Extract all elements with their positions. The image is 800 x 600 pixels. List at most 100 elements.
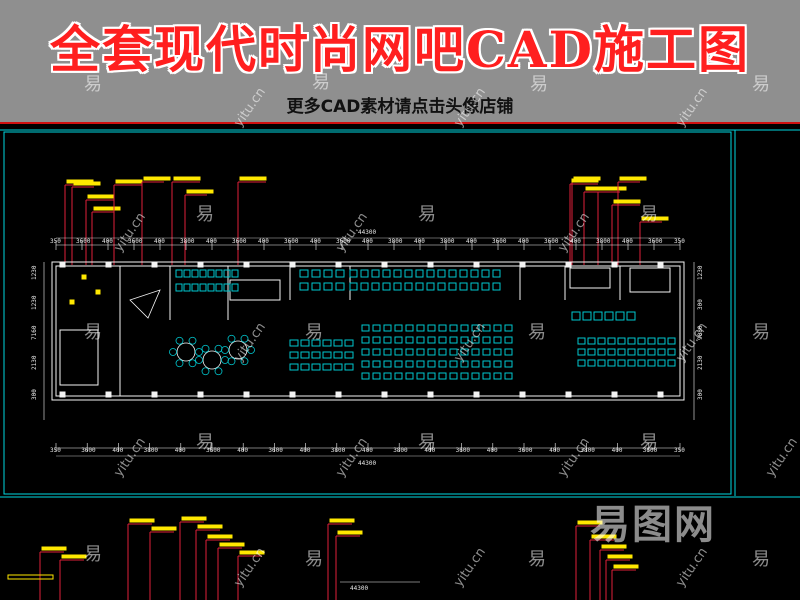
dimension-label: 3600 — [268, 447, 283, 454]
column — [59, 391, 66, 398]
seat — [627, 348, 636, 356]
column — [105, 391, 112, 398]
seat — [289, 351, 299, 359]
seat — [470, 269, 479, 278]
seat — [416, 372, 425, 380]
dimension-label: 3800 — [331, 447, 346, 454]
round-table — [202, 350, 222, 370]
seat — [471, 348, 480, 356]
seat — [383, 348, 392, 356]
seat — [587, 348, 596, 356]
dimension-label: 1230 — [697, 265, 704, 280]
seat — [449, 348, 458, 356]
seat — [482, 360, 491, 368]
dimension-label: 400 — [622, 238, 633, 245]
seat — [647, 348, 656, 356]
banner: 全套现代时尚网吧CAD施工图 更多CAD素材请点击头像店铺 — [0, 0, 800, 124]
watermark-glyph: 易 — [84, 544, 102, 565]
chair — [201, 367, 210, 376]
seat — [207, 269, 215, 278]
dimension-label: 400 — [237, 447, 248, 454]
page-title: 全套现代时尚网吧CAD施工图 — [50, 20, 750, 79]
watermark-glyph: 易 — [530, 74, 548, 95]
seat — [607, 359, 616, 367]
seat — [416, 336, 425, 344]
seat — [223, 283, 231, 292]
label-tag — [591, 534, 617, 539]
seat — [482, 324, 491, 332]
label-tag — [337, 530, 363, 535]
chair — [195, 356, 203, 364]
seat — [427, 324, 436, 332]
label-box — [7, 574, 54, 580]
seat — [215, 269, 223, 278]
column — [105, 261, 112, 268]
label-tag — [619, 176, 647, 181]
seat — [438, 348, 447, 356]
seat — [493, 348, 502, 356]
seat — [383, 324, 392, 332]
dimension-label: 400 — [300, 447, 311, 454]
dimension-label: 3600 — [544, 238, 559, 245]
dimension-label: 400 — [310, 238, 321, 245]
seat — [344, 363, 354, 371]
seat — [372, 336, 381, 344]
seat — [667, 337, 676, 345]
watermark-glyph: 易 — [640, 432, 658, 453]
dimension-label: 3800 — [440, 238, 455, 245]
seat — [311, 363, 321, 371]
watermark-glyph: 易 — [305, 549, 323, 570]
column — [427, 261, 434, 268]
dimension-label: 3600 — [643, 447, 658, 454]
dimension-label: 3600 — [648, 238, 663, 245]
seat — [416, 324, 425, 332]
seat — [333, 351, 343, 359]
seat — [607, 348, 616, 356]
dimension-label: 400 — [362, 238, 373, 245]
room-block — [629, 267, 671, 293]
dimension-label: 3600 — [492, 238, 507, 245]
column — [335, 261, 342, 268]
seat — [657, 348, 666, 356]
seat — [627, 337, 636, 345]
chair — [175, 336, 184, 345]
seat — [361, 336, 370, 344]
label-tag — [219, 542, 245, 547]
seat — [449, 324, 458, 332]
dimension-label: 400 — [362, 447, 373, 454]
seat — [372, 348, 381, 356]
dimension-label: 400 — [570, 238, 581, 245]
seat — [394, 348, 403, 356]
seat — [607, 337, 616, 345]
column — [427, 391, 434, 398]
dimension-label: 3600 — [284, 238, 299, 245]
seat — [394, 324, 403, 332]
dimension-label: 2130 — [697, 355, 704, 370]
seat — [637, 337, 646, 345]
seat — [223, 269, 231, 278]
seat — [493, 324, 502, 332]
dimension-label: 400 — [206, 238, 217, 245]
watermark-glyph: 易 — [752, 74, 770, 95]
label-tag — [239, 550, 265, 555]
seat — [183, 269, 191, 278]
seat — [231, 269, 239, 278]
overall-dimension-label: 44300 — [358, 229, 376, 236]
dimension-label: 3600 — [518, 447, 533, 454]
seat — [349, 269, 358, 278]
seat — [617, 337, 626, 345]
chair — [201, 344, 210, 353]
seat — [372, 324, 381, 332]
seat — [471, 360, 480, 368]
dimension-label: 350 — [674, 238, 685, 245]
seat — [344, 351, 354, 359]
label-tag — [93, 206, 121, 211]
column — [197, 261, 204, 268]
seat — [405, 348, 414, 356]
seat — [481, 269, 490, 278]
dimension-label: 7160 — [31, 325, 38, 340]
seat — [657, 359, 666, 367]
seat — [604, 311, 614, 321]
seat — [299, 282, 309, 291]
seat — [437, 269, 446, 278]
